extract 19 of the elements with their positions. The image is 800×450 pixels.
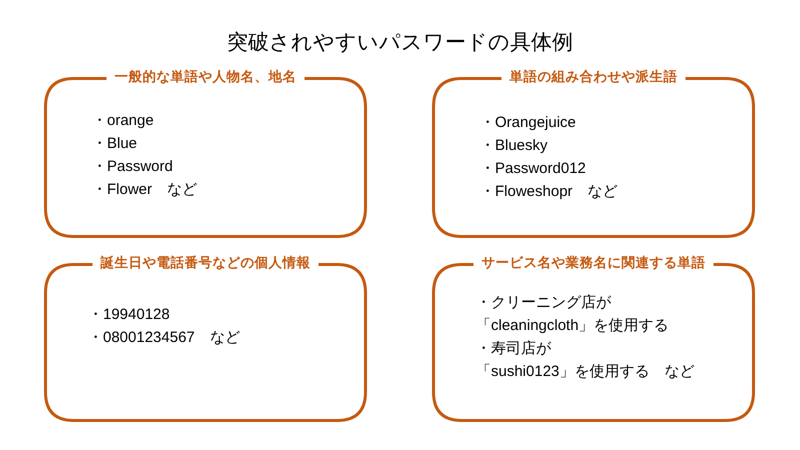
list-item: ・orange <box>92 111 155 131</box>
box-heading: 単語の組み合わせや派生語 <box>510 68 678 86</box>
list-item: ・Bluesky <box>480 136 549 156</box>
list-item: 「cleaningcloth」を使用する <box>476 316 670 336</box>
box-heading: 誕生日や電話番号などの個人情報 <box>100 254 310 272</box>
list-item: ・クリーニング店が <box>476 293 612 313</box>
list-item: ・Orangejuice <box>480 113 577 133</box>
title: 突破されやすいパスワードの具体例 <box>226 30 574 56</box>
list-item: 「sushi0123」を使用する など <box>476 362 694 382</box>
box-heading: サービス名や業務名に関連する単語 <box>482 254 706 272</box>
list-item: ・19940128 <box>88 305 171 325</box>
list-item: ・Blue <box>92 134 138 154</box>
list-item: ・Password012 <box>480 159 587 179</box>
list-item: ・Flower など <box>92 180 198 200</box>
list-item: ・08001234567 など <box>88 328 240 348</box>
list-item: ・Floweshopr など <box>480 182 618 202</box>
list-item: ・寿司店が <box>476 339 552 359</box>
box-heading: 一般的な単語や人物名、地名 <box>114 68 296 86</box>
list-item: ・Password <box>92 157 174 177</box>
